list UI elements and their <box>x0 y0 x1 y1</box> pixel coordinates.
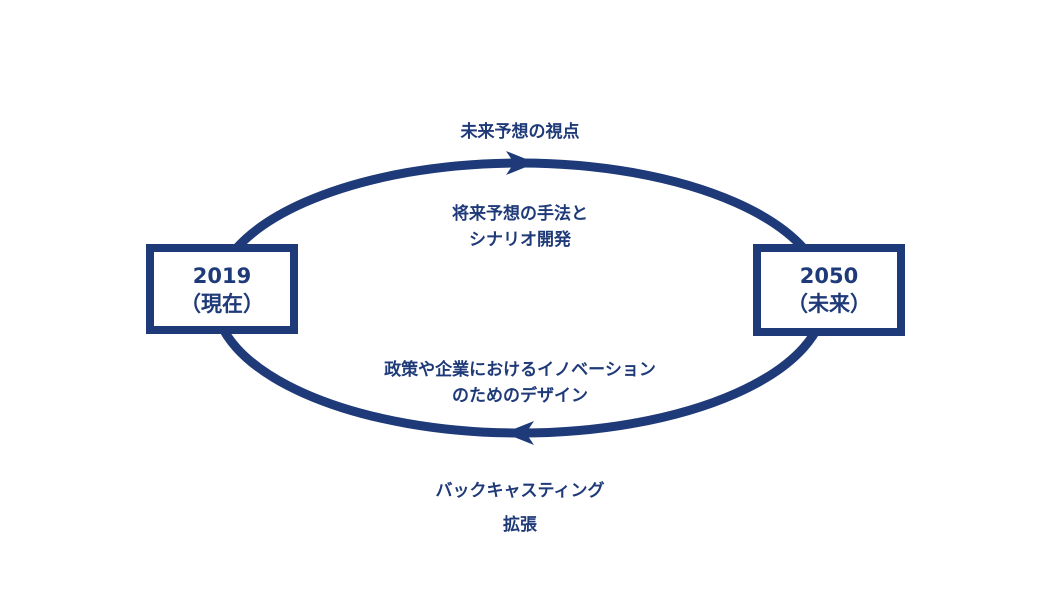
backcasting-line1: バックキャスティング <box>435 481 605 501</box>
present-box-label: 2019 （現在） <box>150 262 294 318</box>
future-box <box>753 244 905 336</box>
arrow-left-icon <box>504 421 534 445</box>
present-year: 2019 <box>192 264 252 288</box>
backcasting-line2: 拡張 <box>503 515 537 535</box>
future-label: （未来） <box>787 292 871 316</box>
future-box-label: 2050 （未来） <box>757 262 901 318</box>
backcasting-label: バックキャスティング 拡張 <box>370 474 670 542</box>
inner-top-text: 将来予想の手法と シナリオ開発 <box>345 201 695 253</box>
future-year: 2050 <box>799 264 859 288</box>
inner-top-line2: シナリオ開発 <box>469 230 571 250</box>
present-box <box>146 244 298 334</box>
present-label: （現在） <box>180 292 264 316</box>
inner-bottom-line1: 政策や企業におけるイノベーション <box>384 360 656 380</box>
inner-bottom-line2: のためのデザイン <box>452 386 588 406</box>
inner-top-line1: 将来予想の手法と <box>452 204 588 224</box>
arrow-right-icon <box>506 151 536 175</box>
inner-bottom-text: 政策や企業におけるイノベーション のためのデザイン <box>320 357 720 409</box>
foresight-perspective-label: 未来予想の視点 <box>460 122 580 142</box>
